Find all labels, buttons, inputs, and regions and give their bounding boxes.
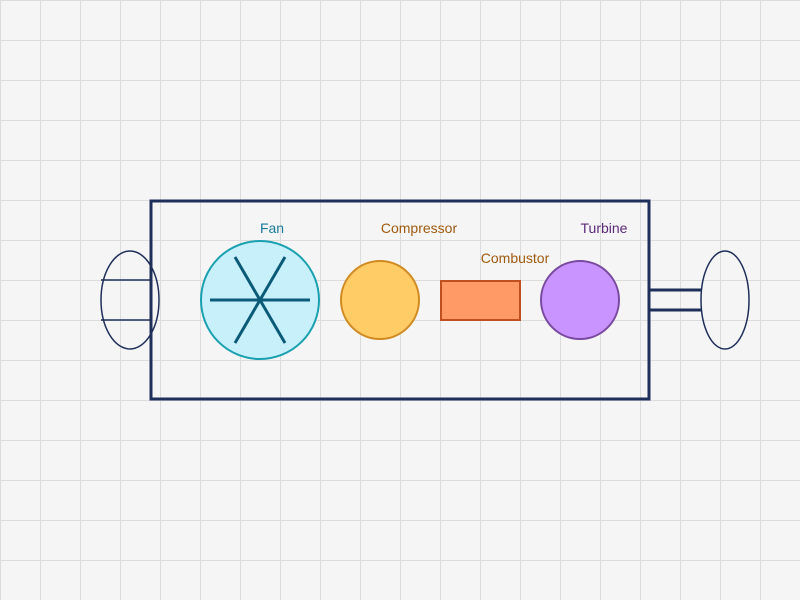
exhaust-ellipse <box>700 250 750 350</box>
fan-blade <box>233 256 287 344</box>
inlet <box>100 250 160 350</box>
turbine-label: Turbine <box>581 220 628 236</box>
combustor: Combustor <box>440 250 550 321</box>
combustor-label: Combustor <box>481 250 550 266</box>
compressor: Compressor <box>340 220 458 340</box>
turbine-circle <box>540 260 620 340</box>
combustor-rect <box>440 280 521 321</box>
inlet-ellipse <box>100 250 160 350</box>
fan: Fan <box>200 220 320 360</box>
fan-blades <box>210 256 310 344</box>
compressor-label: Compressor <box>381 220 458 236</box>
fan-label: Fan <box>260 220 284 236</box>
engine-casing <box>149 199 651 401</box>
compressor-circle <box>340 260 420 340</box>
exhaust <box>650 250 750 350</box>
turbine: Turbine <box>540 220 628 340</box>
